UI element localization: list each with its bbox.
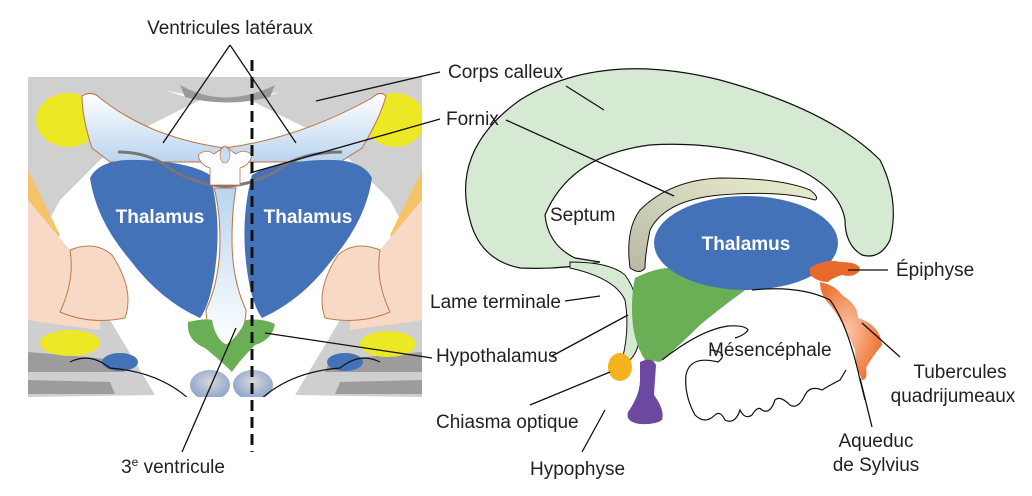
leader-hypothalamus-left xyxy=(264,332,433,359)
fornix-coronal xyxy=(197,145,253,186)
leader-corpus-callosum-right xyxy=(565,85,605,111)
globus-left xyxy=(59,245,129,321)
label-lamina-terminalis: Lame terminale xyxy=(430,292,561,313)
quadrigeminal-tubercles xyxy=(820,282,882,380)
label-fornix: Fornix xyxy=(446,109,499,130)
label-third-ventricle: 3e ventricule xyxy=(121,455,225,478)
ventral-outline-right xyxy=(259,357,381,397)
optic-chiasm xyxy=(608,353,632,381)
thalamus-right xyxy=(244,159,372,318)
ventral-outline-left xyxy=(69,357,191,397)
leader-hypothalamus-right xyxy=(551,314,629,357)
yellow-nucleus-bottom-right xyxy=(360,331,416,357)
label-colliculi-line2: quadrijumeaux xyxy=(891,386,1016,407)
leader-colliculi xyxy=(861,322,901,358)
thalamus-sagittal xyxy=(654,196,838,290)
sagittal-section xyxy=(464,68,894,425)
label-pituitary: Hypophyse xyxy=(530,459,625,480)
leader-fornix-right xyxy=(505,119,675,197)
globus-right xyxy=(321,245,391,321)
pituitary xyxy=(627,359,663,425)
label-lateral-ventricles: Ventricules latéraux xyxy=(147,18,313,39)
leader-aqueduct xyxy=(859,377,873,428)
lamina-terminalis xyxy=(569,261,641,361)
coronal-section xyxy=(28,77,422,397)
leader-lateral-ventricles-left xyxy=(162,44,231,144)
label-thalamus-left: Thalamus xyxy=(116,207,205,228)
label-aqueduct-line2: de Sylvius xyxy=(833,455,920,476)
label-hypothalamus: Hypothalamus xyxy=(436,346,557,367)
midbrain-ventral-outline xyxy=(661,325,749,361)
label-optic-chiasm: Chiasma optique xyxy=(436,412,579,433)
leader-pituitary xyxy=(581,409,606,453)
optic-tract-right xyxy=(327,353,363,371)
midbrain-dorsal-outline xyxy=(751,288,866,401)
thalamus-left xyxy=(90,159,218,318)
septum-pellucidum xyxy=(219,146,231,164)
label-midbrain: Mésencéphale xyxy=(708,340,832,361)
leader-optic-chiasm xyxy=(529,371,611,406)
mammillary-left xyxy=(190,370,230,397)
leader-corpus-callosum xyxy=(315,71,441,102)
label-corpus-callosum: Corps calleux xyxy=(448,62,564,83)
leader-fornix-left xyxy=(249,118,441,174)
leader-third-ventricle xyxy=(181,327,237,453)
optic-tract-left xyxy=(102,353,138,371)
pineal-gland xyxy=(810,260,860,282)
leader-lateral-ventricles-right xyxy=(229,44,297,144)
label-colliculi-line1: Tubercules xyxy=(913,362,1006,383)
hypothalamus xyxy=(632,268,760,362)
corpus-callosum xyxy=(464,68,894,269)
label-aqueduct-line1: Aqueduc xyxy=(838,431,913,452)
label-pineal: Épiphyse xyxy=(896,260,974,281)
yellow-nucleus-bottom-left xyxy=(40,330,100,356)
label-thalamus-sagittal: Thalamus xyxy=(702,234,791,255)
pons-outline xyxy=(685,349,847,422)
label-septum: Septum xyxy=(550,205,615,226)
leader-lamina-terminalis xyxy=(564,295,601,302)
label-thalamus-right: Thalamus xyxy=(264,207,353,228)
